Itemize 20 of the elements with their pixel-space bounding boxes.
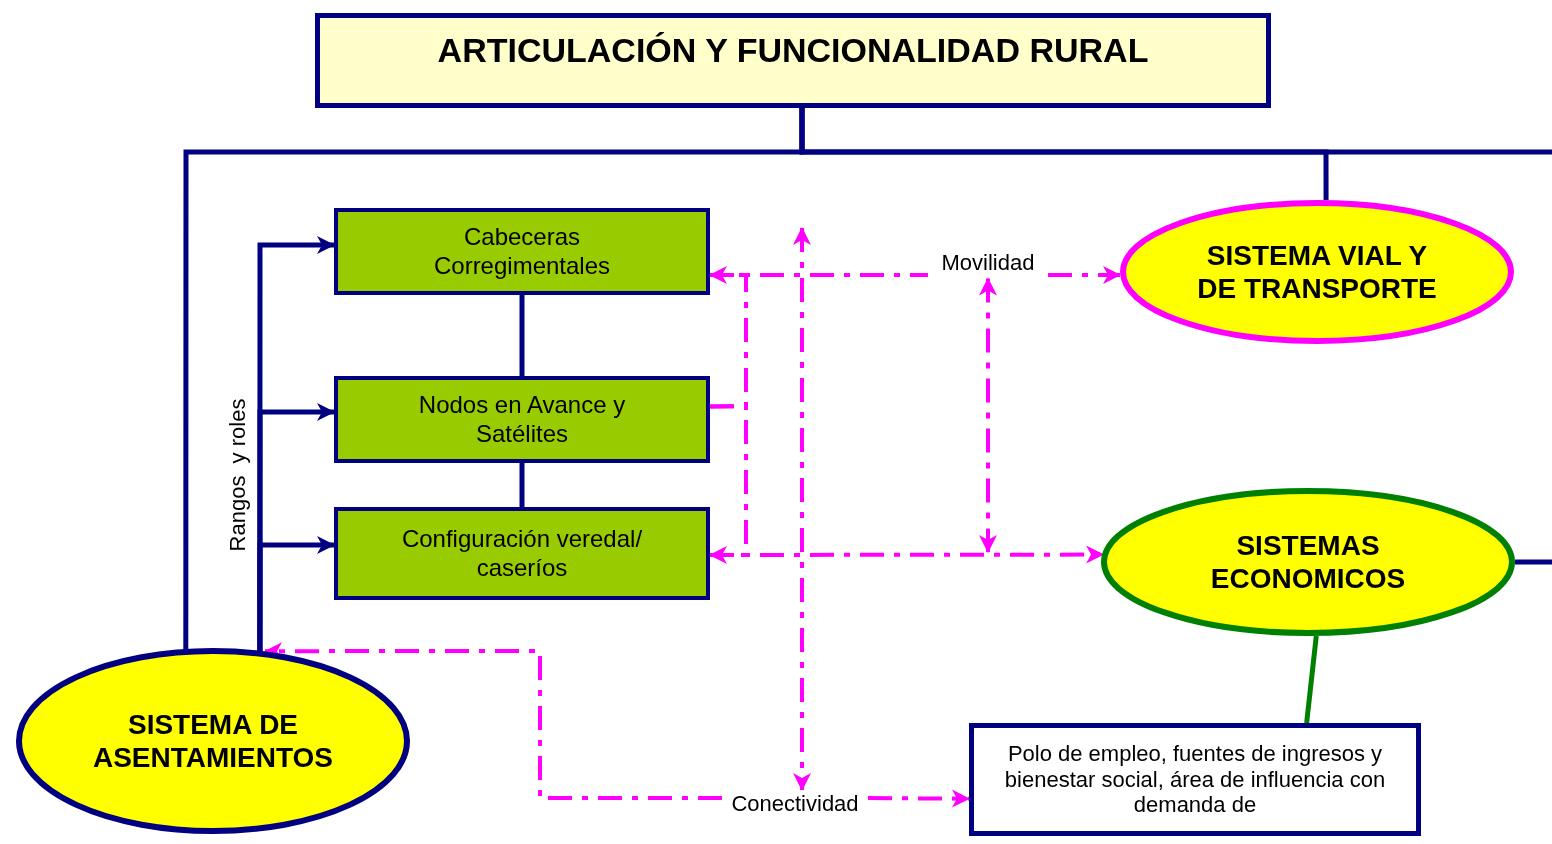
system-ellipse: SISTEMA VIAL Y DE TRANSPORTE xyxy=(1120,200,1514,344)
process-box: Cabeceras Corregimentales xyxy=(334,208,710,295)
arrow xyxy=(868,789,970,808)
process-box: Configuración veredal/ caseríos xyxy=(334,507,710,600)
connector-line xyxy=(519,463,525,507)
process-box: Nodos en Avance y Satélites xyxy=(334,376,710,463)
axis-label: Rangos y roles xyxy=(225,398,251,552)
arrow xyxy=(709,403,748,564)
connector-line xyxy=(519,295,525,376)
system-ellipse: SISTEMAS ECONOMICOS xyxy=(1101,488,1515,636)
connector-line xyxy=(1304,635,1319,724)
system-ellipse: SISTEMA DE ASENTAMIENTOS xyxy=(16,648,410,834)
arrow xyxy=(979,277,997,553)
note-box: Polo de empleo, fuentes de ingresos y bienestar social, área de influencia con demanda de xyxy=(969,723,1421,836)
title-box: ARTICULACIÓN Y FUNCIONALIDAD RURAL xyxy=(315,13,1271,108)
arrow xyxy=(793,227,811,791)
arrow xyxy=(1048,265,1121,284)
arrow xyxy=(264,642,722,801)
arrow xyxy=(257,536,335,652)
connector-line xyxy=(799,108,1552,565)
